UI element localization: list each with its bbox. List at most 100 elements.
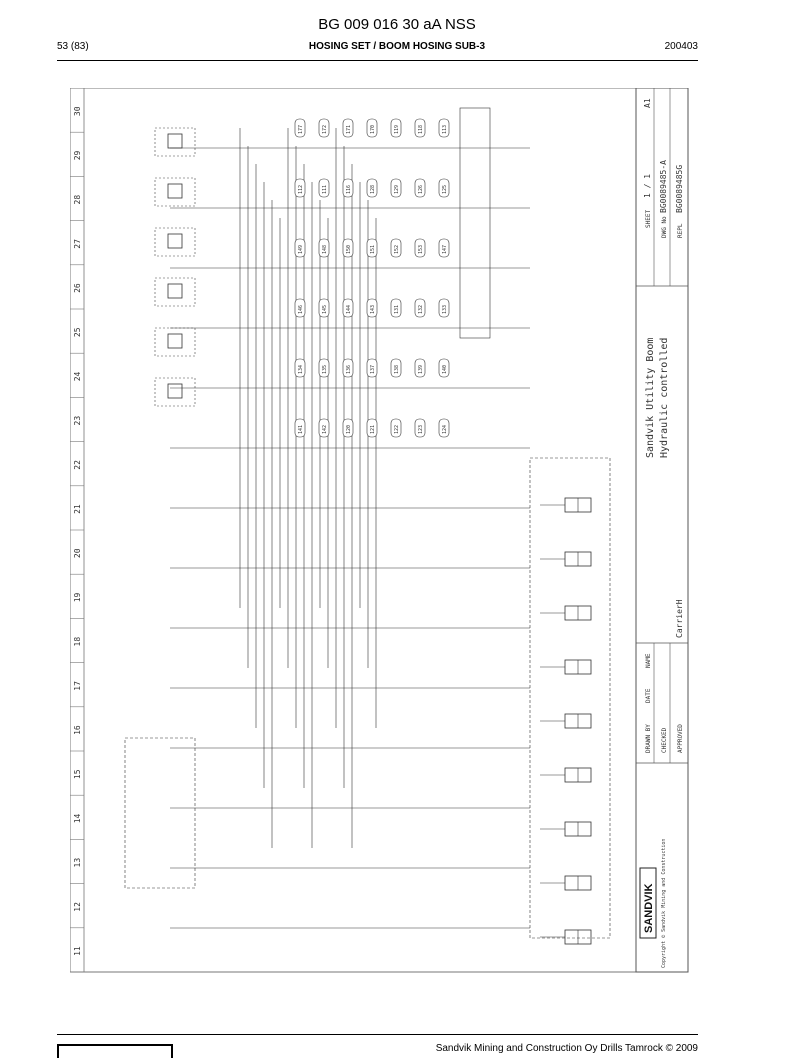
grid-number: 11 [73,946,82,956]
grid-number: 19 [73,592,82,602]
hose-label: 128 [366,178,378,198]
hose-label: 113 [438,118,450,138]
svg-text:146: 146 [298,305,304,314]
hose-label: 134 [294,358,306,378]
grid-number: 22 [73,460,82,470]
replaces-label: REPL [677,223,684,238]
hose-label: 136 [342,358,354,378]
actuator-symbol [154,277,196,307]
hose-label: 146 [294,298,306,318]
date-label: DATE [645,688,652,703]
grid-number: 30 [73,106,82,116]
svg-text:118: 118 [418,125,424,134]
valve-section [540,929,592,945]
grid-number: 27 [73,239,82,249]
hose-label: 147 [438,238,450,258]
grid-number: 15 [73,769,82,779]
page-reference: 53 (83) [57,41,89,52]
hose-label: 142 [318,418,330,438]
hose-label: 153 [414,238,426,258]
hose-label: 135 [318,358,330,378]
valve-section [540,497,592,513]
svg-text:122: 122 [394,425,400,434]
hose-label: 151 [366,238,378,258]
header-rule [57,60,698,61]
hose-label: 125 [438,178,450,198]
hose-routing-lines [124,107,611,939]
footer-rule [57,1034,698,1035]
grid-number: 21 [73,504,82,514]
svg-text:123: 123 [418,425,424,434]
grid-number: 24 [73,371,82,381]
svg-text:132: 132 [418,305,424,314]
hose-label: 121 [366,418,378,438]
valve-section [540,713,592,729]
svg-text:151: 151 [370,245,376,254]
sheet-frame [70,88,689,973]
hose-label: 129 [390,178,402,198]
hose-label: 131 [390,298,402,318]
hose-label: 124 [438,418,450,438]
grid-number: 25 [73,327,82,337]
grid-number: 13 [73,858,82,868]
svg-text:116: 116 [346,185,352,194]
hose-label: 177 [294,118,306,138]
svg-text:131: 131 [394,305,400,314]
sheet-size: A1 [643,98,652,108]
svg-text:150: 150 [346,245,352,254]
grid-number: 26 [73,283,82,293]
sheet-label: SHEET [645,210,652,228]
svg-text:133: 133 [442,305,448,314]
svg-text:134: 134 [298,365,304,374]
hose-label: 150 [342,238,354,258]
svg-text:119: 119 [394,125,400,134]
hose-label: 152 [390,238,402,258]
hose-label: 132 [414,298,426,318]
sandvik-logo [639,867,657,939]
svg-text:172: 172 [322,125,328,134]
copyright-note: Copyright © Sandvik Mining and Construct… [661,839,667,968]
valve-section [540,875,592,891]
svg-text:124: 124 [442,425,448,434]
valve-section [540,821,592,837]
svg-text:121: 121 [370,425,376,434]
grid-number: 16 [73,725,82,735]
hose-label: 143 [366,298,378,318]
valve-section [540,551,592,567]
actuator-symbol [154,177,196,207]
actuator-symbol [154,327,196,357]
svg-text:128: 128 [370,185,376,194]
svg-text:140: 140 [442,365,448,374]
svg-text:177: 177 [298,125,304,134]
drawn-by-label: DRAWN BY [645,724,652,753]
hose-label: 148 [318,238,330,258]
svg-text:145: 145 [322,305,328,314]
hydraulic-schematic: 3029282726252423222120191817161514131211… [70,88,689,973]
svg-text:138: 138 [394,365,400,374]
sandvik-logo-text: SANDVIK [643,883,655,933]
hose-label: 112 [294,178,306,198]
hose-label: 133 [438,298,450,318]
svg-text:170: 170 [370,125,376,134]
hose-label: 145 [318,298,330,318]
hose-label: 141 [294,418,306,438]
approved-label: APPROVED [677,724,684,753]
svg-text:142: 142 [322,425,328,434]
section-title: HOSING SET / BOOM HOSING SUB-3 [308,41,486,52]
svg-text:129: 129 [394,185,400,194]
svg-text:112: 112 [298,185,304,194]
hose-label: 120 [342,418,354,438]
hose-label: 149 [294,238,306,258]
hose-label: 126 [414,178,426,198]
valve-section [540,767,592,783]
replaces-number: BG0089485G [675,165,684,213]
grid-number: 23 [73,416,82,426]
svg-text:125: 125 [442,185,448,194]
grid-number: 28 [73,195,82,205]
date-code: 200403 [664,41,698,52]
svg-text:171: 171 [346,125,352,134]
hose-label: 118 [414,118,426,138]
svg-text:149: 149 [298,245,304,254]
svg-text:153: 153 [418,245,424,254]
